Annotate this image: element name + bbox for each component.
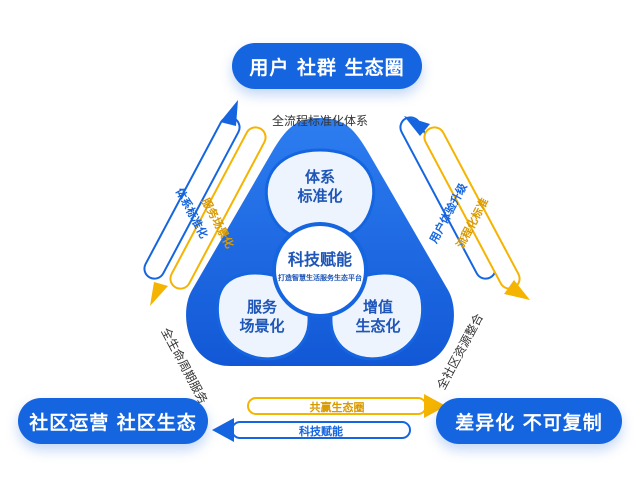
petal-top-line2: 标准化 xyxy=(297,186,343,205)
petal-right-line1: 增值 xyxy=(362,298,393,316)
petal-left-line2: 场景化 xyxy=(239,316,285,335)
left-yellow-bar xyxy=(169,126,267,290)
left-yellow-arrowhead xyxy=(150,282,168,306)
right-yellow-arrowhead xyxy=(504,280,530,300)
right-arrows xyxy=(399,116,530,300)
petal-right-label: 增值 生态化 xyxy=(338,298,418,336)
center-subtitle: 打造智慧生活服务生态平台 xyxy=(278,274,362,282)
center-title: 科技赋能 xyxy=(287,250,352,269)
petal-left-line1: 服务 xyxy=(246,298,277,316)
petal-right-line2: 生态化 xyxy=(355,316,401,335)
caption-top: 全流程标准化体系 xyxy=(271,114,368,128)
right-blue-arrowhead xyxy=(404,116,430,136)
petal-top-line1: 体系 xyxy=(304,168,335,186)
bottom-blue-arrowhead xyxy=(212,418,234,442)
center-circle xyxy=(272,222,368,318)
bottom-yellow-arrowhead xyxy=(424,394,446,418)
node-left: 社区运营 社区生态 xyxy=(18,398,208,444)
bottom-blue-label: 科技赋能 xyxy=(299,425,343,438)
left-arrows xyxy=(143,100,267,306)
petal-left-label: 服务 场景化 xyxy=(222,298,302,336)
bottom-yellow-label: 共赢生态圈 xyxy=(309,401,365,414)
petal-top-label: 体系 标准化 xyxy=(280,168,360,206)
bottom-arrows xyxy=(212,394,446,442)
node-right: 差异化 不可复制 xyxy=(436,398,622,444)
left-blue-arrowhead xyxy=(220,100,238,126)
node-top: 用户 社群 生态圈 xyxy=(232,43,422,89)
